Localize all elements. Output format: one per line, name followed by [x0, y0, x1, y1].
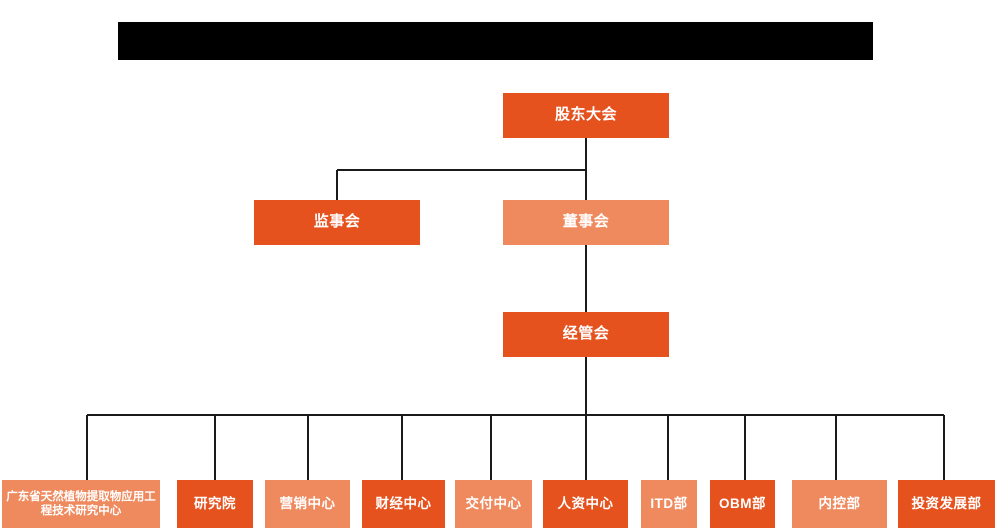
- node-dept-itd[interactable]: ITD部: [641, 480, 697, 528]
- node-dept-internal-control[interactable]: 内控部: [792, 480, 887, 528]
- node-dept-finance[interactable]: 财经中心: [362, 480, 445, 528]
- node-directors[interactable]: 董事会: [503, 200, 669, 245]
- node-label: 人资中心: [557, 495, 614, 511]
- node-dept-obm[interactable]: OBM部: [710, 480, 775, 528]
- node-dept-research-center[interactable]: 广东省天然植物提取物应用工程技术研究中心: [2, 480, 160, 528]
- node-management[interactable]: 经管会: [503, 312, 669, 357]
- node-label: 财经中心: [375, 495, 432, 511]
- redacted-title-bar: [118, 22, 873, 60]
- node-label: 董事会: [562, 213, 610, 231]
- node-label: ITD部: [650, 495, 688, 511]
- node-label: 股东大会: [554, 106, 617, 124]
- node-dept-institute[interactable]: 研究院: [177, 480, 253, 528]
- node-label: 营销中心: [279, 495, 336, 511]
- node-label: 监事会: [313, 213, 361, 231]
- node-label: 内控部: [818, 495, 861, 511]
- node-label: 经管会: [562, 325, 610, 343]
- node-label: 广东省天然植物提取物应用工程技术研究中心: [6, 490, 156, 517]
- node-shareholders[interactable]: 股东大会: [503, 93, 669, 138]
- node-dept-hr[interactable]: 人资中心: [543, 480, 628, 528]
- node-label: OBM部: [719, 495, 766, 511]
- node-dept-delivery[interactable]: 交付中心: [455, 480, 532, 528]
- node-supervisors[interactable]: 监事会: [254, 200, 420, 245]
- node-label: 交付中心: [465, 495, 522, 511]
- node-dept-marketing[interactable]: 营销中心: [265, 480, 350, 528]
- node-dept-investment[interactable]: 投资发展部: [898, 480, 995, 528]
- node-label: 研究院: [194, 495, 236, 511]
- node-label: 投资发展部: [911, 495, 982, 511]
